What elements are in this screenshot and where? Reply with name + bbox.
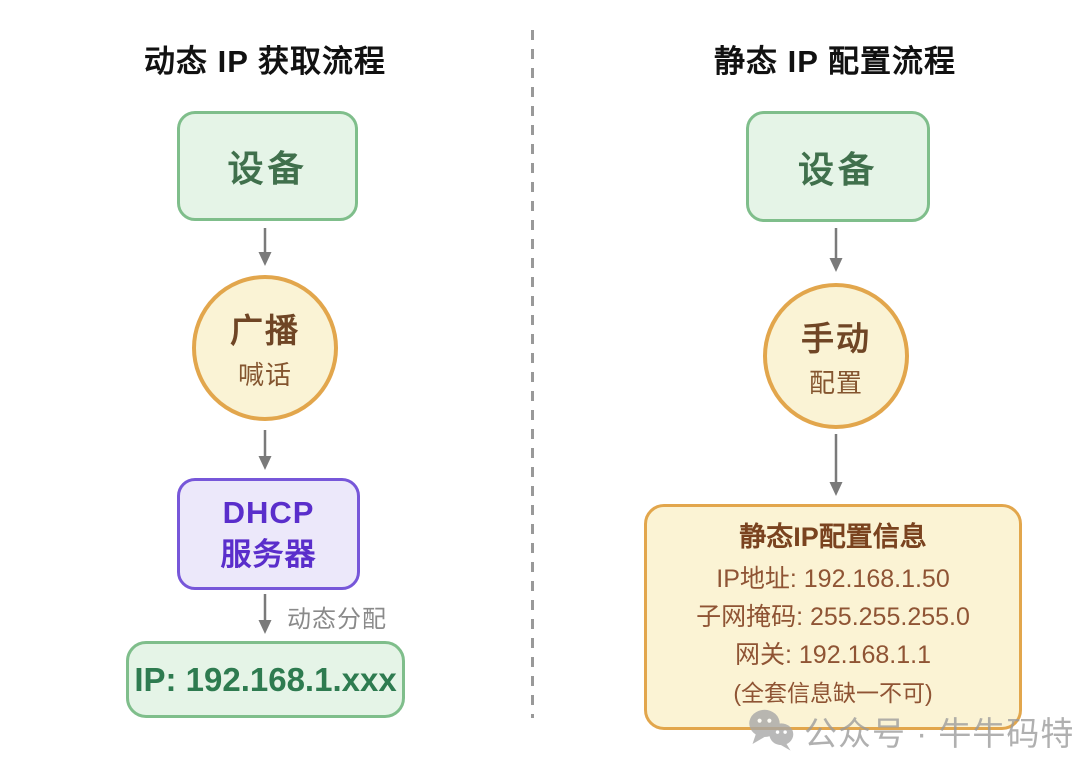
left-broadcast-node: 广播 喊话 <box>192 275 338 421</box>
divider-dashed-line <box>531 30 534 718</box>
right-device-node: 设备 <box>746 111 930 222</box>
dynamic-ip-result-node: IP: 192.168.1.xxx <box>126 641 405 718</box>
dhcp-line2: 服务器 <box>220 537 317 572</box>
static-config-info-node: 静态IP配置信息 IP地址: 192.168.1.50 子网掩码: 255.25… <box>644 504 1022 730</box>
wechat-icon <box>749 709 794 751</box>
static-config-mask: 子网掩码: 255.255.255.0 <box>696 603 970 631</box>
broadcast-subtitle: 喊话 <box>237 360 292 390</box>
right-device-label: 设备 <box>797 148 878 190</box>
manual-config-node: 手动 配置 <box>763 283 909 429</box>
static-config-gateway: 网关: 192.168.1.1 <box>735 641 931 669</box>
manual-title: 手动 <box>801 320 871 357</box>
arrow-down-icon <box>258 594 272 634</box>
left-device-node: 设备 <box>177 111 358 221</box>
manual-subtitle: 配置 <box>808 368 863 398</box>
static-config-ip: IP地址: 192.168.1.50 <box>716 565 950 593</box>
watermark: 公众号 · 牛牛码特 <box>746 706 1074 756</box>
arrow-down-icon <box>258 430 272 470</box>
watermark-text: 公众号 · 牛牛码特 <box>804 715 1075 752</box>
right-flow-title: 静态 IP 配置流程 <box>714 44 956 79</box>
left-device-label: 设备 <box>227 148 308 189</box>
arrow-down-icon <box>829 228 843 272</box>
arrow-down-icon <box>829 434 843 496</box>
static-config-title: 静态IP配置信息 <box>739 522 927 552</box>
dhcp-server-node: DHCP 服务器 <box>177 478 360 590</box>
dhcp-line1: DHCP <box>222 495 315 530</box>
broadcast-title: 广播 <box>230 312 300 349</box>
static-config-note: (全套信息缺一不可) <box>733 680 933 706</box>
dynamic-assign-label: 动态分配 <box>287 606 387 633</box>
left-flow-title: 动态 IP 获取流程 <box>144 44 386 79</box>
arrow-down-icon <box>258 228 272 266</box>
dynamic-ip-result-label: IP: 192.168.1.xxx <box>134 660 397 698</box>
